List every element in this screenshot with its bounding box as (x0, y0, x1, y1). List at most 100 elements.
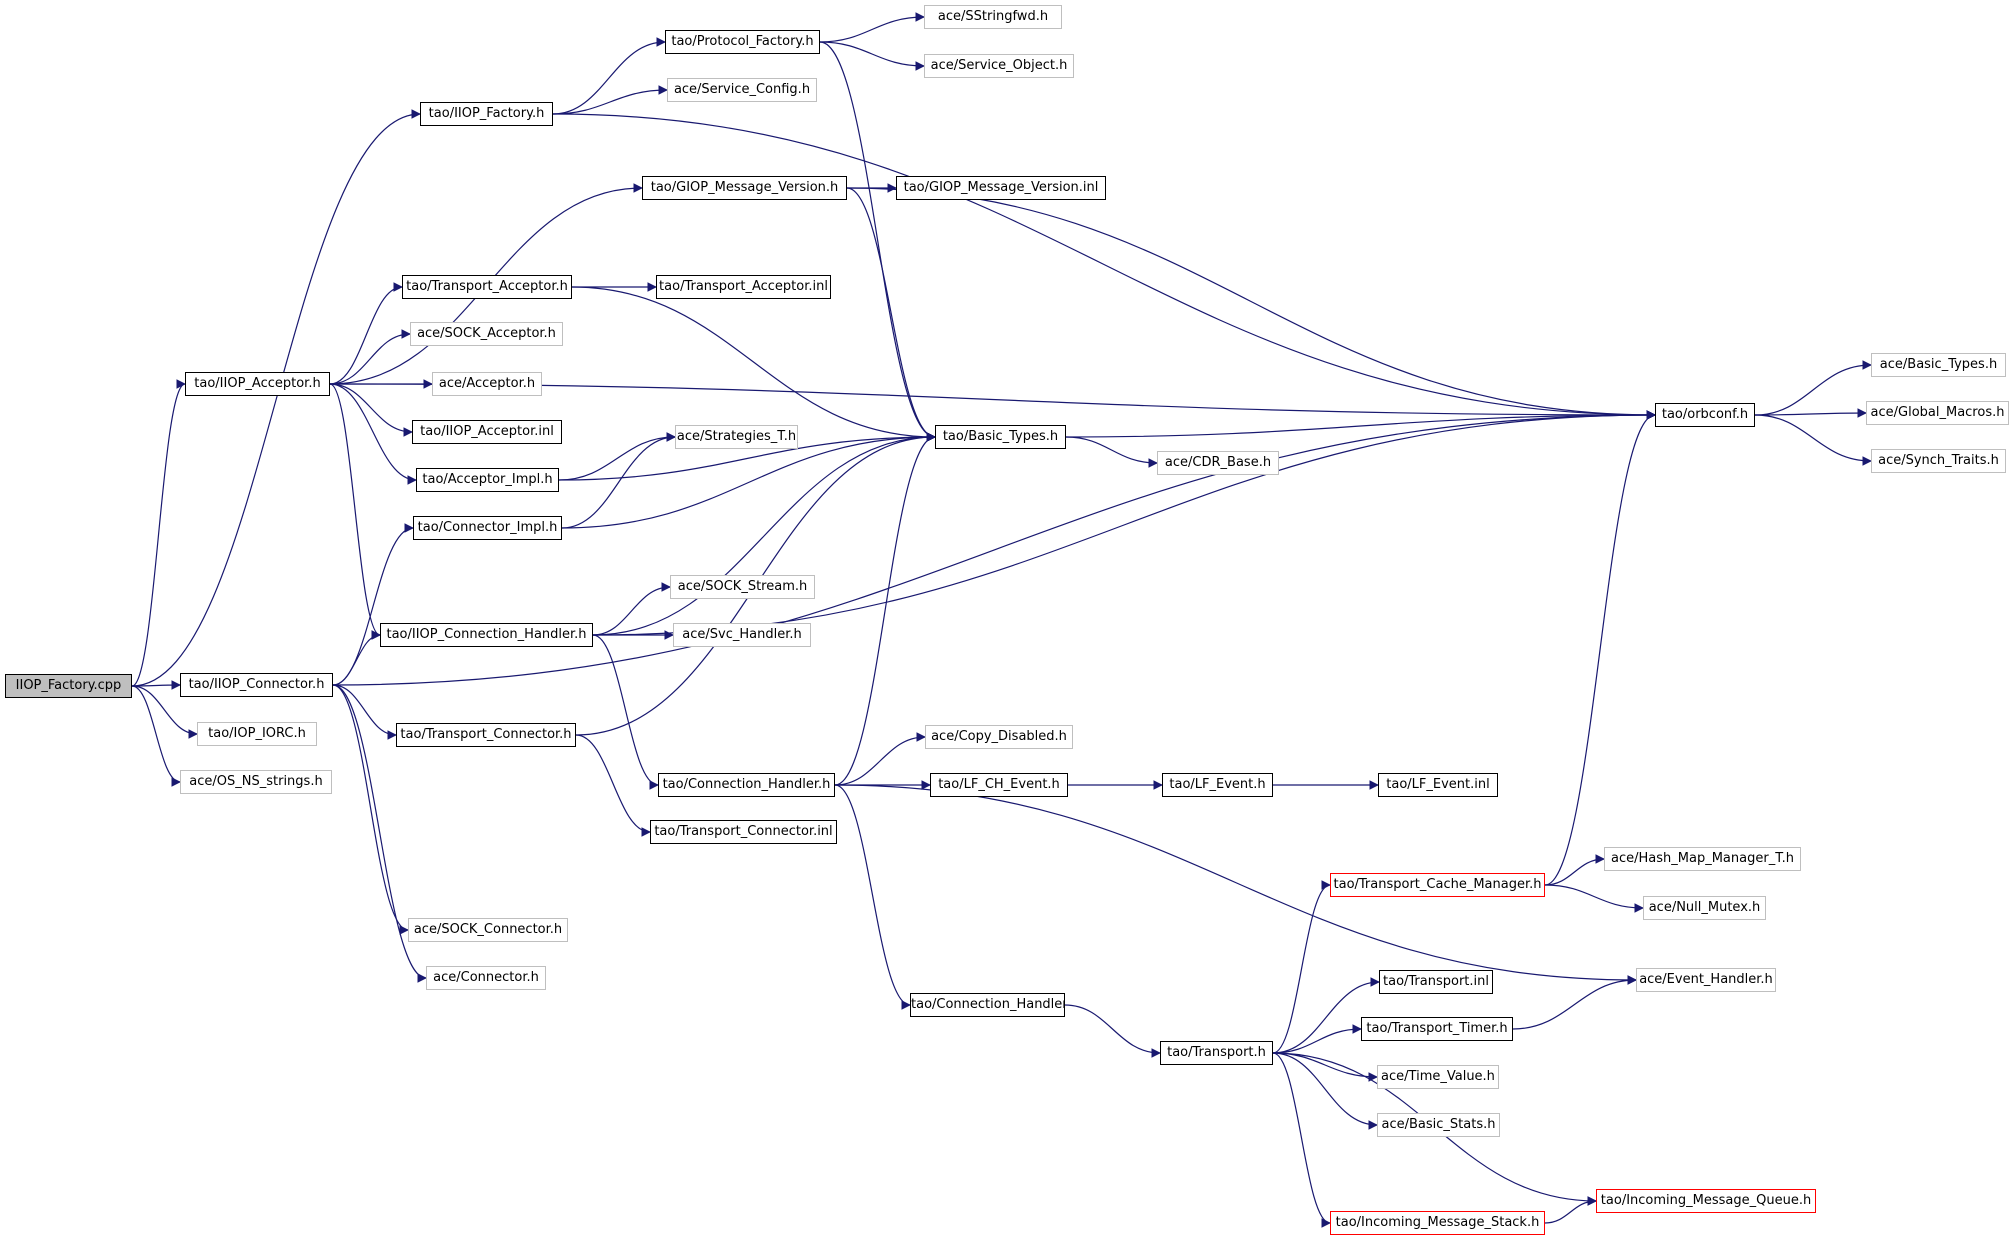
edge-n43-to-n45 (1064, 1004, 1161, 1058)
edge-n24-to-n23 (592, 582, 671, 636)
edge-n11-to-n13 (329, 383, 413, 437)
edge-n26-to-n29 (332, 684, 397, 740)
graph-node-tao-orbconf-h[interactable]: tao/orbconf.h (1655, 403, 1755, 427)
edge-n19-to-n20 (1754, 360, 1872, 416)
edge-n11-to-n10 (329, 329, 411, 385)
graph-node-ace-svc-handler-h[interactable]: ace/Svc_Handler.h (673, 623, 811, 647)
edge-n0-to-n1 (131, 109, 421, 687)
edge-n8-to-n17 (571, 286, 936, 442)
graph-node-ace-service-object-h[interactable]: ace/Service_Object.h (924, 54, 1074, 78)
graph-node-ace-global-macros-h[interactable]: ace/Global_Macros.h (1866, 401, 2009, 425)
graph-node-ace-service-config-h[interactable]: ace/Service_Config.h (667, 78, 817, 102)
edge-n2-to-n17 (819, 41, 936, 442)
edge-n1-to-n5 (552, 85, 668, 115)
graph-node-ace-sstringfwd-h[interactable]: ace/SStringfwd.h (924, 5, 1062, 29)
edge-n44-to-n42 (1512, 975, 1637, 1030)
edge-n26-to-n19 (332, 410, 1656, 686)
edge-n11-to-n14 (329, 383, 417, 485)
edge-n24-to-n19 (592, 410, 1656, 636)
edge-n6-to-n17 (846, 187, 936, 442)
edge-n36-to-n38 (1544, 884, 1644, 913)
graph-node-tao-iiop-connector-h[interactable]: tao/IIOP_Connector.h (180, 673, 333, 697)
graph-node-ace-connector-h[interactable]: ace/Connector.h (426, 966, 546, 990)
graph-node-tao-connector-impl-h[interactable]: tao/Connector_Impl.h (413, 516, 562, 540)
graph-node-ace-acceptor-h[interactable]: ace/Acceptor.h (432, 372, 542, 396)
graph-node-ace-strategies-t-h[interactable]: ace/Strategies_T.h (675, 425, 798, 449)
edge-n14-to-n17 (558, 432, 936, 481)
edge-n24-to-n31 (592, 634, 659, 790)
graph-node-tao-iiop-factory-h[interactable]: tao/IIOP_Factory.h (420, 102, 553, 126)
edge-n45-to-n44 (1272, 1024, 1362, 1054)
edge-n36-to-n19 (1544, 410, 1656, 886)
graph-node-ace-time-value-h[interactable]: ace/Time_Value.h (1377, 1065, 1499, 1089)
graph-node-tao-iiop-connection-handler-h[interactable]: tao/IIOP_Connection_Handler.h (380, 623, 593, 647)
graph-node-ace-copy-disabled-h[interactable]: ace/Copy_Disabled.h (925, 725, 1073, 749)
graph-node-tao-incoming-message-queue-h[interactable]: tao/Incoming_Message_Queue.h (1596, 1189, 1816, 1213)
graph-node-tao-basic-types-h[interactable]: tao/Basic_Types.h (935, 425, 1066, 449)
graph-node-ace-hash-map-manager-t-h[interactable]: ace/Hash_Map_Manager_T.h (1604, 847, 1801, 871)
graph-node-tao-lf-event-h[interactable]: tao/LF_Event.h (1162, 773, 1273, 797)
graph-node-iiop-factory-cpp[interactable]: IIOP_Factory.cpp (5, 674, 132, 698)
edge-n26-to-n16 (332, 523, 414, 686)
edge-n24-to-n17 (592, 432, 936, 636)
graph-node-tao-acceptor-impl-h[interactable]: tao/Acceptor_Impl.h (416, 468, 559, 492)
graph-node-ace-basic-stats-h[interactable]: ace/Basic_Stats.h (1377, 1113, 1500, 1137)
graph-node-tao-lf-ch-event-h[interactable]: tao/LF_CH_Event.h (930, 773, 1068, 797)
graph-node-tao-lf-event-inl[interactable]: tao/LF_Event.inl (1378, 773, 1498, 797)
graph-node-ace-sock-acceptor-h[interactable]: ace/SOCK_Acceptor.h (410, 322, 563, 346)
edge-n36-to-n37 (1544, 854, 1605, 886)
edge-n2-to-n4 (819, 41, 925, 71)
edge-n45-to-n36 (1272, 880, 1331, 1054)
edge-n19-to-n22 (1754, 414, 1872, 466)
edge-n19-to-n21 (1754, 408, 1867, 418)
edge-n6-to-n19 (846, 187, 1656, 420)
edge-n0-to-n28 (131, 685, 181, 787)
edge-n0-to-n27 (131, 685, 198, 739)
graph-node-ace-sock-connector-h[interactable]: ace/SOCK_Connector.h (408, 918, 568, 942)
graph-node-ace-event-handler-h[interactable]: ace/Event_Handler.h (1636, 968, 1776, 992)
graph-node-tao-giop-message-version-inl[interactable]: tao/GIOP_Message_Version.inl (896, 176, 1106, 200)
edge-n11-to-n24 (329, 383, 381, 640)
graph-node-tao-transport-acceptor-h[interactable]: tao/Transport_Acceptor.h (402, 275, 572, 299)
edge-n1-to-n2 (552, 37, 666, 115)
graph-node-tao-transport-connector-inl[interactable]: tao/Transport_Connector.inl (650, 820, 837, 844)
graph-node-ace-null-mutex-h[interactable]: ace/Null_Mutex.h (1643, 896, 1766, 920)
edge-n31-to-n17 (834, 432, 936, 786)
edge-n11-to-n19 (329, 383, 1656, 420)
graph-node-tao-incoming-message-stack-h[interactable]: tao/Incoming_Message_Stack.h (1330, 1211, 1545, 1235)
edge-n2-to-n3 (819, 12, 925, 43)
graph-node-tao-iop-iorc-h[interactable]: tao/IOP_IORC.h (197, 722, 317, 746)
graph-node-ace-sock-stream-h[interactable]: ace/SOCK_Stream.h (670, 575, 815, 599)
graph-node-ace-synch-traits-h[interactable]: ace/Synch_Traits.h (1871, 449, 2006, 473)
edge-n29-to-n35 (575, 734, 651, 837)
graph-node-tao-giop-message-version-h[interactable]: tao/GIOP_Message_Version.h (642, 176, 847, 200)
edge-n11-to-n8 (329, 282, 403, 385)
graph-node-ace-cdr-base-h[interactable]: ace/CDR_Base.h (1157, 451, 1279, 475)
graph-node-ace-basic-types-h[interactable]: ace/Basic_Types.h (1871, 353, 2006, 377)
graph-node-tao-transport-cache-manager-h[interactable]: tao/Transport_Cache_Manager.h (1330, 873, 1545, 897)
graph-node-tao-transport-timer-h[interactable]: tao/Transport_Timer.h (1361, 1017, 1513, 1041)
edge-n31-to-n43 (834, 784, 911, 1010)
graph-node-tao-connection-handler-inl[interactable]: tao/Connection_Handler.inl (910, 993, 1065, 1017)
graph-node-tao-transport-inl[interactable]: tao/Transport.inl (1379, 970, 1493, 994)
edge-n17-to-n19 (1065, 410, 1656, 438)
edge-n16-to-n17 (561, 432, 936, 529)
graph-node-tao-transport-connector-h[interactable]: tao/Transport_Connector.h (396, 723, 576, 747)
graph-node-tao-transport-acceptor-inl[interactable]: tao/Transport_Acceptor.inl (656, 275, 831, 299)
graph-node-tao-iiop-acceptor-inl[interactable]: tao/IIOP_Acceptor.inl (412, 420, 562, 444)
graph-node-tao-connection-handler-h[interactable]: tao/Connection_Handler.h (658, 773, 835, 797)
edge-n26-to-n40 (332, 684, 427, 983)
graph-node-tao-protocol-factory-h[interactable]: tao/Protocol_Factory.h (665, 30, 820, 54)
edge-n45-to-n49 (1272, 1052, 1331, 1228)
edge-n17-to-n18 (1065, 436, 1158, 468)
graph-node-ace-os-ns-strings-h[interactable]: ace/OS_NS_strings.h (180, 770, 332, 794)
edge-n49-to-n48 (1544, 1196, 1597, 1224)
graph-node-tao-iiop-acceptor-h[interactable]: tao/IIOP_Acceptor.h (185, 372, 330, 396)
graph-node-tao-transport-h[interactable]: tao/Transport.h (1160, 1041, 1273, 1065)
edge-n26-to-n24 (332, 630, 381, 686)
edge-n1-to-n19 (552, 113, 1656, 420)
edge-n31-to-n30 (834, 732, 926, 786)
edge-n16-to-n15 (561, 432, 676, 529)
